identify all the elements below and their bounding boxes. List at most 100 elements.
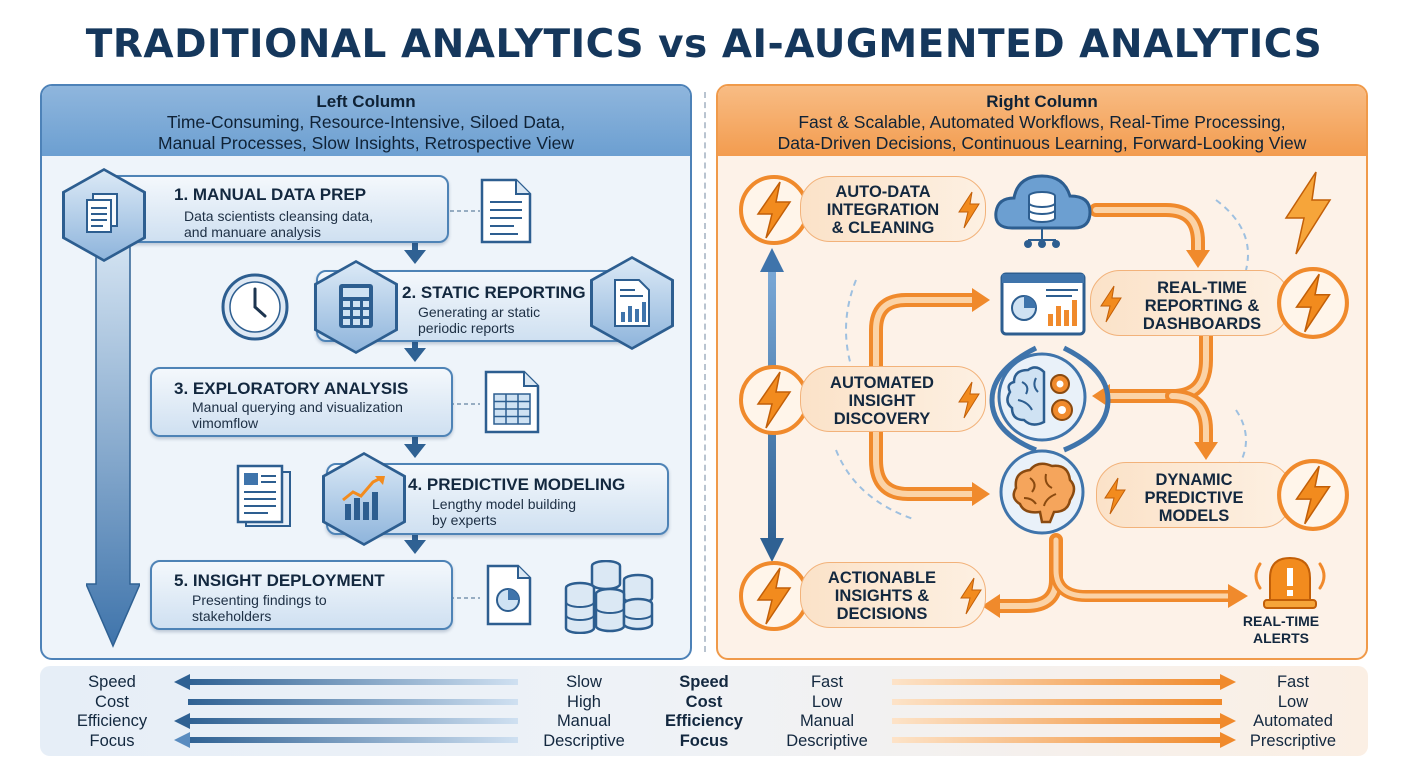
node-real-time-reporting-box (1090, 270, 1290, 336)
step-desc-line1: Lengthy model building (432, 496, 576, 512)
node-line: ACTIONABLE (827, 569, 937, 587)
step-desc-line2: stakeholders (192, 608, 272, 624)
step-title: 1. MANUAL DATA PREP (174, 185, 367, 204)
ai-traits-line2: Data-Driven Decisions, Continuous Learni… (777, 133, 1307, 153)
traditional-value: High (567, 692, 601, 711)
metric-label: Cost (685, 692, 723, 711)
traditional-traits-line1: Time-Consuming, Resource-Intensive, Silo… (166, 112, 566, 132)
step-desc-line1: Generating ar static (418, 304, 541, 320)
metric-label: Efficiency (665, 712, 743, 730)
page-title: TRADITIONAL ANALYTICS vs AI-AUGMENTED AN… (85, 22, 1323, 67)
node-line: DISCOVERY (833, 410, 931, 428)
bolt-icon (1284, 171, 1332, 255)
traditional-metric-labels: Speed Cost Efficiency Focus (60, 673, 164, 751)
ai-traits-line1: Fast & Scalable, Automated Workflows, Re… (798, 112, 1286, 132)
step-exploratory-analysis: 3. EXPLORATORY ANALYSIS Manual querying … (150, 367, 453, 437)
small-bolt-icon (958, 381, 980, 419)
step-desc-line2: and manuare analysis (184, 224, 321, 240)
step-desc-line1: Data scientists cleansing data, (184, 208, 374, 224)
bolt-circle-icon (739, 561, 809, 631)
metric-label: Focus (679, 731, 729, 750)
metric-label: Speed (679, 673, 729, 691)
ai-end-value: Automated (1253, 712, 1333, 730)
node-real-time-reporting: REAL-TIME REPORTING & DASHBOARDS (1124, 279, 1280, 333)
node-dynamic-predictive-models: DYNAMIC PREDICTIVE MODELS (1124, 471, 1264, 525)
node-line: REPORTING & (1144, 297, 1260, 315)
alerts-line: REAL-TIME (1242, 613, 1320, 629)
step-insight-deployment: 5. INSIGHT DEPLOYMENT Presenting finding… (150, 560, 453, 630)
calculator-hex-icon (314, 260, 398, 354)
documents-hex-icon (62, 168, 146, 262)
traditional-values: Slow High Manual Descriptive (530, 673, 638, 751)
report-pie-document-icon (486, 564, 532, 626)
node-automated-insight-box (800, 366, 986, 432)
node-line: AUTO-DATA (835, 183, 931, 201)
clock-icon (221, 273, 289, 341)
ai-start-value: Manual (799, 712, 855, 730)
process-flow-down-arrow (86, 236, 140, 648)
database-stack-icon (564, 560, 654, 634)
step-title: 5. INSIGHT DEPLOYMENT (174, 571, 385, 590)
step-title: 4. PREDICTIVE MODELING (408, 475, 626, 494)
node-line: DECISIONS (836, 605, 928, 623)
column-divider (704, 92, 706, 652)
center-metric-labels: Speed Cost Efficiency Focus (652, 673, 756, 751)
step-desc-line2: periodic reports (418, 320, 515, 336)
traditional-heading: Left Column (316, 92, 416, 111)
node-line: PREDICTIVE (1144, 489, 1244, 507)
cloud-database-icon (994, 174, 1092, 248)
dashed-connectors (450, 210, 480, 599)
node-line: DASHBOARDS (1142, 315, 1262, 333)
ai-start-value: Descriptive (786, 731, 868, 750)
spreadsheet-icon (484, 370, 540, 434)
node-auto-data-integration: AUTO-DATA INTEGRATION & CLEANING (808, 183, 958, 237)
ai-header: Right Column Fast & Scalable, Automated … (718, 86, 1366, 156)
step-desc-line2: by experts (432, 512, 497, 528)
node-line: & CLEANING (831, 219, 935, 237)
traditional-traits-line2: Manual Processes, Slow Insights, Retrosp… (158, 133, 574, 153)
bolt-circle-icon (1277, 459, 1349, 531)
dashboard-icon (1000, 272, 1086, 336)
traditional-value: Slow (566, 673, 602, 691)
node-line: AUTOMATED (830, 374, 934, 392)
metric-label: Efficiency (76, 712, 148, 730)
node-line: INSIGHTS & (834, 587, 930, 605)
alert-bell-icon (1254, 556, 1326, 609)
documents-stack-icon (236, 464, 291, 527)
metric-label: Cost (95, 692, 129, 711)
step-manual-data-prep: 1. MANUAL DATA PREP Data scientists clea… (96, 175, 449, 243)
step-title: 3. EXPLORATORY ANALYSIS (174, 379, 409, 398)
node-line: INSIGHT (848, 392, 916, 410)
ai-end-value: Low (1277, 692, 1309, 711)
ai-start-values: Fast Low Manual Descriptive (772, 673, 882, 751)
ai-end-value: Prescriptive (1249, 731, 1337, 750)
traditional-value: Descriptive (543, 731, 625, 750)
node-line: DYNAMIC (1155, 471, 1233, 489)
alerts-line: ALERTS (1253, 630, 1309, 646)
ai-heading: Right Column (986, 92, 1098, 111)
ai-comparison-arrows (892, 674, 1236, 748)
node-line: REAL-TIME (1157, 279, 1247, 297)
document-icon (480, 178, 532, 244)
step-desc-line2: vimomflow (192, 415, 259, 431)
real-time-alerts-label: REAL-TIME ALERTS (1236, 613, 1326, 647)
node-dynamic-predictive-box (1096, 462, 1292, 528)
small-bolt-icon (1100, 285, 1122, 323)
brain-gears-icon (997, 352, 1087, 442)
node-actionable-insights: ACTIONABLE INSIGHTS & DECISIONS (812, 569, 952, 623)
small-bolt-icon (960, 577, 982, 615)
bolt-circle-icon (1277, 267, 1349, 339)
step-desc-line1: Manual querying and visualization (192, 399, 403, 415)
traditional-comparison-arrows (174, 674, 518, 748)
small-bolt-icon (958, 191, 980, 229)
brain-icon (999, 449, 1085, 535)
ai-end-values: Fast Low Automated Prescriptive (1236, 673, 1350, 751)
ai-start-value: Fast (810, 673, 844, 691)
traditional-value: Manual (556, 712, 612, 730)
small-bolt-icon (1104, 477, 1126, 515)
traditional-header: Left Column Time-Consuming, Resource-Int… (42, 86, 690, 156)
node-actionable-insights-box (800, 562, 986, 628)
metric-label: Speed (88, 673, 136, 691)
node-auto-data-box (800, 176, 986, 242)
node-line: MODELS (1158, 507, 1230, 525)
